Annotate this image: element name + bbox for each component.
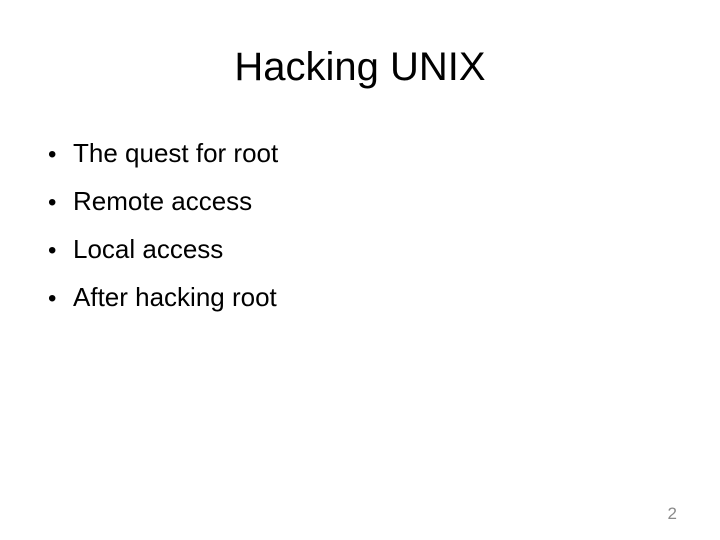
bullet-icon: • xyxy=(48,141,57,168)
bullet-icon: • xyxy=(48,189,57,216)
list-item: • After hacking root xyxy=(48,274,680,322)
list-item: • The quest for root xyxy=(48,130,680,178)
slide-title: Hacking UNIX xyxy=(234,45,486,89)
list-item: • Local access xyxy=(48,226,680,274)
bullet-icon: • xyxy=(48,237,57,264)
bullet-list: • The quest for root • Remote access • L… xyxy=(48,130,680,322)
bullet-text: Local access xyxy=(73,234,224,264)
bullet-text: Remote access xyxy=(73,186,253,216)
page-number: 2 xyxy=(667,504,677,523)
list-item: • Remote access xyxy=(48,178,680,226)
bullet-text: The quest for root xyxy=(73,138,279,168)
bullet-text: After hacking root xyxy=(73,282,277,312)
bullet-icon: • xyxy=(48,285,57,312)
